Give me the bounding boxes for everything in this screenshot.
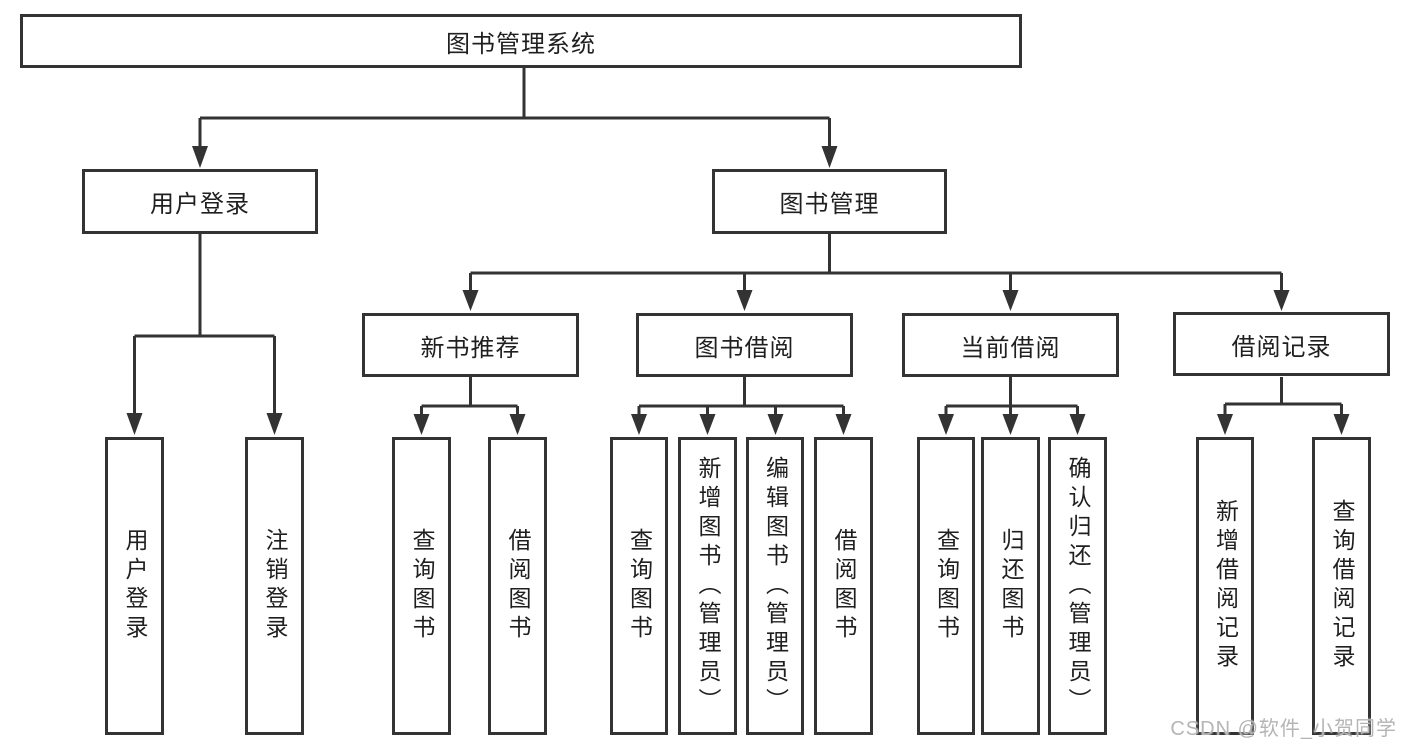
- node-library-management-system: 图书管理系统: [20, 14, 1022, 68]
- node-book-management: 图书管理: [712, 169, 947, 234]
- connector-borrowing-records-to-leaves: [1217, 377, 1350, 435]
- leaf-borrowing-edit-books-admin: 编辑图书（管理员）: [746, 437, 804, 735]
- watermark: CSDN @软件_小贺同学: [1170, 718, 1397, 740]
- node-user-login: 用户登录: [82, 169, 318, 234]
- connector-user-login-to-leaves: [126, 234, 283, 435]
- leaf-records-query-borrow-record: 查询借阅记录: [1312, 437, 1371, 735]
- node-new-book-recommendation: 新书推荐: [362, 313, 579, 377]
- leaf-current-return-books: 归还图书: [981, 437, 1040, 735]
- leaf-current-query-books: 查询图书: [917, 437, 975, 735]
- leaf-user-login: 用户登录: [105, 437, 164, 735]
- leaf-borrowing-add-books-admin: 新增图书（管理员）: [678, 437, 737, 735]
- node-book-borrowing: 图书借阅: [636, 313, 853, 377]
- leaf-newbook-query-books: 查询图书: [392, 437, 451, 735]
- leaf-borrowing-query-books: 查询图书: [610, 437, 668, 735]
- connector-book-management-to-level3: [462, 234, 1290, 311]
- leaf-current-confirm-return-admin: 确认归还（管理员）: [1048, 437, 1107, 735]
- leaf-logout: 注销登录: [245, 437, 304, 735]
- connector-current-borrowing-to-leaves: [938, 377, 1086, 435]
- node-current-borrowing: 当前借阅: [902, 313, 1119, 377]
- connector-book-borrowing-to-leaves: [631, 377, 852, 435]
- connector-new-book-to-leaves: [413, 377, 526, 435]
- leaf-borrowing-borrow-books: 借阅图书: [814, 437, 873, 735]
- leaf-records-add-borrow-record: 新增借阅记录: [1196, 437, 1254, 735]
- connector-root-to-level2: [192, 68, 838, 168]
- leaf-newbook-borrow-books: 借阅图书: [488, 437, 547, 735]
- node-borrowing-records: 借阅记录: [1173, 312, 1390, 376]
